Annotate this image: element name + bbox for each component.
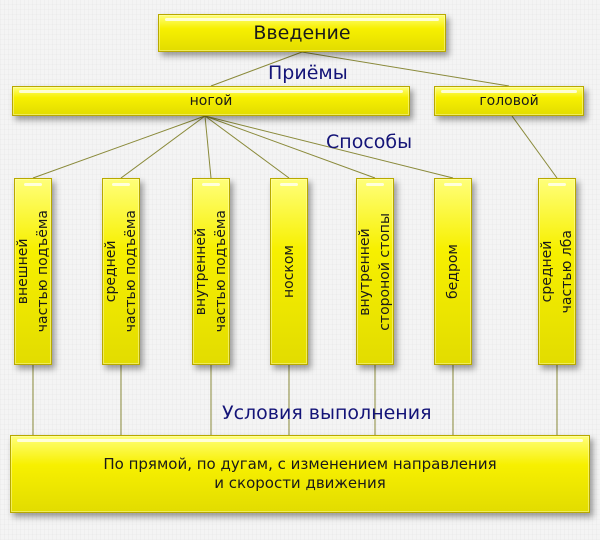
techniques-label: Приёмы [268, 62, 348, 84]
technique-head-box: головой [434, 86, 584, 116]
method-label: средней частью лба [539, 229, 575, 314]
technique-foot-box: ногой [12, 86, 410, 116]
connector-foot-col5 [204, 115, 376, 179]
connector-foot-col4 [204, 115, 290, 179]
connector-foot-col3 [204, 115, 212, 179]
technique-foot-label: ногой [189, 93, 233, 109]
method-box-toe: носком [270, 178, 308, 365]
technique-head-label: головой [479, 93, 539, 109]
connector-head-col7 [511, 115, 558, 179]
method-box-middle-instep: средней частью подъёма [102, 178, 140, 365]
intro-box: Введение [158, 14, 446, 52]
connector-foot-col6 [204, 115, 454, 179]
method-box-thigh: бедром [434, 178, 472, 365]
method-box-forehead: средней частью лба [538, 178, 576, 365]
connector-intro-head [301, 51, 510, 87]
conditions-box: По прямой, по дугам, с изменением направ… [10, 435, 590, 513]
method-box-inner-instep: внутренней частью подъёма [192, 178, 230, 365]
connector-foot-col2 [120, 115, 206, 179]
conditions-label: Условия выполнения [222, 402, 432, 424]
conditions-text: По прямой, по дугам, с изменением направ… [103, 455, 497, 492]
method-label: средней частью подъёма [103, 210, 139, 333]
method-label: внутренней частью подъёма [193, 210, 229, 333]
method-box-outer-instep: внешней частью подъёма [14, 178, 52, 365]
connector-foot-col1 [32, 115, 206, 179]
method-box-inner-side: внутренней стороной стопы [356, 178, 394, 365]
intro-box-label: Введение [253, 22, 351, 44]
method-label: бедром [445, 244, 461, 299]
methods-label: Способы [326, 131, 413, 153]
method-label: внешней частью подъёма [15, 210, 51, 333]
method-label: внутренней стороной стопы [357, 212, 393, 331]
connector-intro-foot [210, 51, 303, 87]
method-label: носком [281, 245, 297, 298]
